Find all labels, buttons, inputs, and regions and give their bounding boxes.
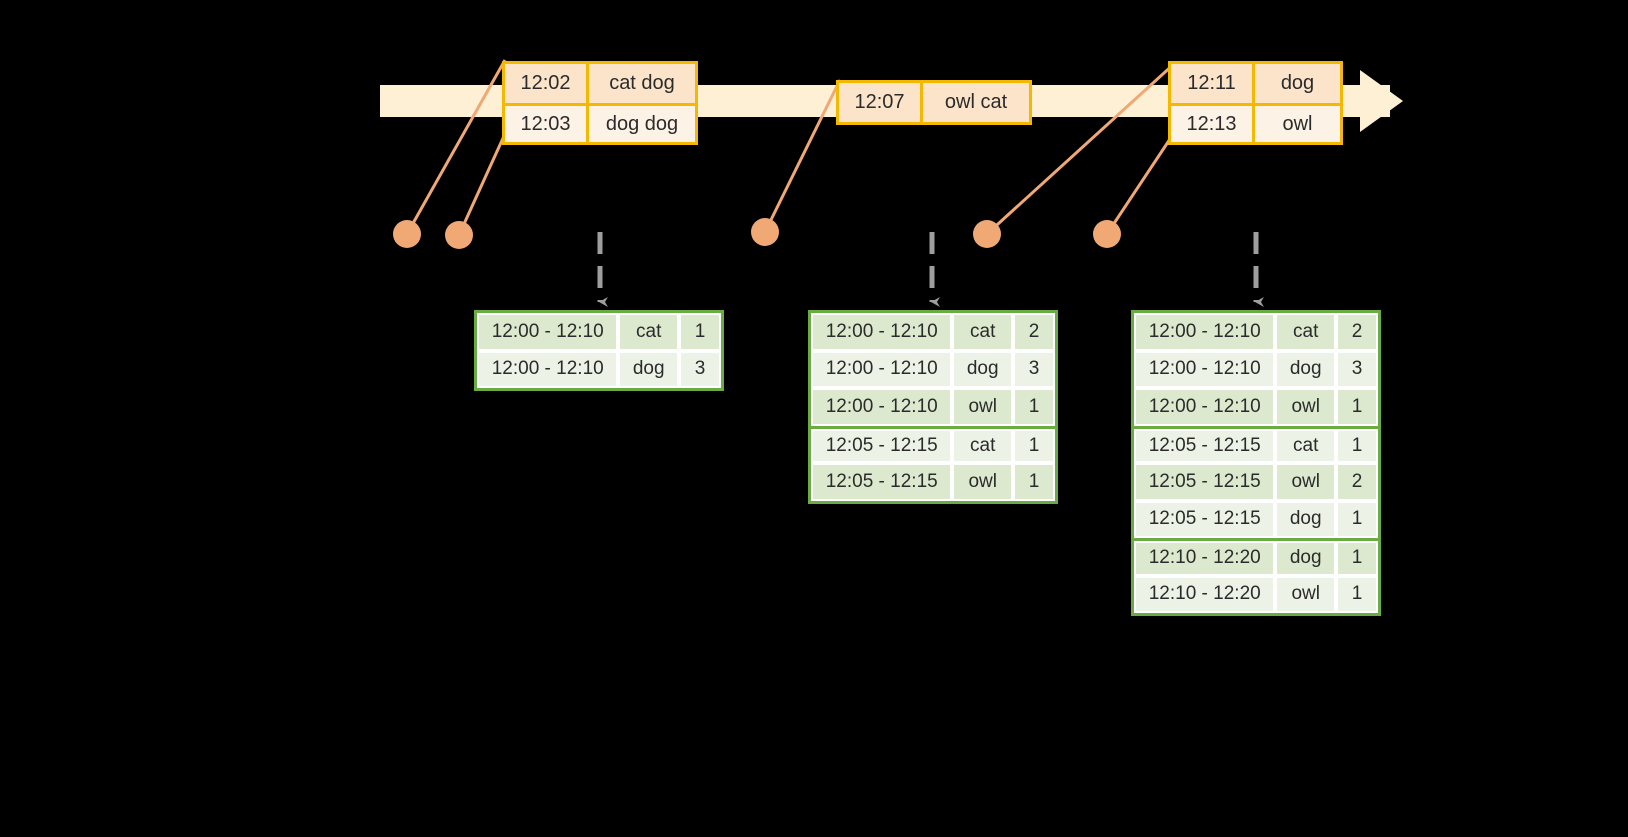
table-row[interactable]: 12:05 - 12:15 owl 1 xyxy=(811,463,1055,501)
count-cell: 3 xyxy=(1335,350,1378,388)
count-cell: 2 xyxy=(1335,463,1378,501)
event-words: dog xyxy=(1255,64,1340,103)
count-cell: 1 xyxy=(1012,428,1055,463)
table-row[interactable]: 12:05 - 12:15 dog 1 xyxy=(1134,500,1378,538)
word-cell: cat xyxy=(1275,313,1336,351)
count-cell: 1 xyxy=(1012,388,1055,426)
event-time: 12:13 xyxy=(1171,106,1255,142)
word-cell: owl xyxy=(1275,388,1336,426)
table-row[interactable]: 12:00 - 12:10 cat 2 xyxy=(1134,313,1378,351)
word-cell: owl xyxy=(952,388,1013,426)
table-row[interactable]: 12:00 - 12:10 dog 3 xyxy=(1134,350,1378,388)
count-cell: 1 xyxy=(678,313,721,351)
event-time: 12:07 xyxy=(839,83,923,122)
result-table-3[interactable]: 12:00 - 12:10 cat 2 12:00 - 12:10 dog 3 … xyxy=(1131,310,1381,616)
count-cell: 2 xyxy=(1335,313,1378,351)
event-row[interactable]: 12:03 dog dog xyxy=(505,103,695,142)
window-cell: 12:00 - 12:10 xyxy=(1134,313,1276,351)
table-row[interactable]: 12:10 - 12:20 dog 1 xyxy=(1134,538,1378,576)
word-cell: cat xyxy=(952,313,1013,351)
window-cell: 12:05 - 12:15 xyxy=(1134,463,1276,501)
event-row[interactable]: 12:11 dog xyxy=(1171,64,1340,103)
count-cell: 3 xyxy=(1012,350,1055,388)
result-table-2[interactable]: 12:00 - 12:10 cat 2 12:00 - 12:10 dog 3 … xyxy=(808,310,1058,504)
event-row[interactable]: 12:07 owl cat xyxy=(839,83,1029,122)
word-cell: owl xyxy=(1275,575,1336,613)
window-cell: 12:00 - 12:10 xyxy=(1134,350,1276,388)
count-cell: 1 xyxy=(1335,428,1378,463)
window-cell: 12:10 - 12:20 xyxy=(1134,575,1276,613)
connector-dot-2 xyxy=(445,221,473,249)
window-cell: 12:00 - 12:10 xyxy=(477,350,619,388)
window-cell: 12:05 - 12:15 xyxy=(1134,428,1276,463)
event-words: dog dog xyxy=(589,106,695,142)
connector-dots-group xyxy=(393,218,1121,249)
window-cell: 12:05 - 12:15 xyxy=(811,463,953,501)
window-cell: 12:00 - 12:10 xyxy=(811,313,953,351)
window-cell: 12:00 - 12:10 xyxy=(477,313,619,351)
event-box-2[interactable]: 12:07 owl cat xyxy=(836,80,1032,125)
event-words: owl xyxy=(1255,106,1340,142)
table-row[interactable]: 12:10 - 12:20 owl 1 xyxy=(1134,575,1378,613)
count-cell: 1 xyxy=(1335,500,1378,538)
connector-dot-5 xyxy=(1093,220,1121,248)
word-cell: owl xyxy=(952,463,1013,501)
window-cell: 12:05 - 12:15 xyxy=(811,428,953,463)
event-words: cat dog xyxy=(589,64,695,103)
event-time: 12:11 xyxy=(1171,64,1255,103)
word-cell: cat xyxy=(1275,428,1336,463)
window-cell: 12:00 - 12:10 xyxy=(1134,388,1276,426)
event-time: 12:03 xyxy=(505,106,589,142)
table-row[interactable]: 12:05 - 12:15 cat 1 xyxy=(1134,425,1378,463)
connector-dot-1 xyxy=(393,220,421,248)
window-cell: 12:10 - 12:20 xyxy=(1134,541,1276,576)
event-row[interactable]: 12:13 owl xyxy=(1171,103,1340,142)
table-row[interactable]: 12:05 - 12:15 owl 2 xyxy=(1134,463,1378,501)
table-row[interactable]: 12:00 - 12:10 cat 2 xyxy=(811,313,1055,351)
word-cell: dog xyxy=(952,350,1013,388)
count-cell: 1 xyxy=(1335,575,1378,613)
table-row[interactable]: 12:00 - 12:10 dog 3 xyxy=(811,350,1055,388)
event-box-1[interactable]: 12:02 cat dog 12:03 dog dog xyxy=(502,61,698,145)
connector-dot-3 xyxy=(751,218,779,246)
word-cell: dog xyxy=(1275,541,1336,576)
count-cell: 1 xyxy=(1335,541,1378,576)
word-cell: dog xyxy=(618,350,679,388)
word-cell: cat xyxy=(618,313,679,351)
event-words: owl cat xyxy=(923,83,1029,122)
table-row[interactable]: 12:05 - 12:15 cat 1 xyxy=(811,425,1055,463)
count-cell: 2 xyxy=(1012,313,1055,351)
window-cell: 12:05 - 12:15 xyxy=(1134,500,1276,538)
window-cell: 12:00 - 12:10 xyxy=(811,388,953,426)
connector-lines-group xyxy=(405,59,1177,236)
word-cell: owl xyxy=(1275,463,1336,501)
table-row[interactable]: 12:00 - 12:10 cat 1 xyxy=(477,313,721,351)
count-cell: 1 xyxy=(1012,463,1055,501)
dashed-arrows-group xyxy=(597,232,1264,307)
event-box-3[interactable]: 12:11 dog 12:13 owl xyxy=(1168,61,1343,145)
word-cell: dog xyxy=(1275,350,1336,388)
table-row[interactable]: 12:00 - 12:10 owl 1 xyxy=(1134,388,1378,426)
event-row[interactable]: 12:02 cat dog xyxy=(505,64,695,103)
word-cell: dog xyxy=(1275,500,1336,538)
window-cell: 12:00 - 12:10 xyxy=(811,350,953,388)
count-cell: 3 xyxy=(678,350,721,388)
table-row[interactable]: 12:00 - 12:10 dog 3 xyxy=(477,350,721,388)
result-table-1[interactable]: 12:00 - 12:10 cat 1 12:00 - 12:10 dog 3 xyxy=(474,310,724,391)
table-row[interactable]: 12:00 - 12:10 owl 1 xyxy=(811,388,1055,426)
word-cell: cat xyxy=(952,428,1013,463)
count-cell: 1 xyxy=(1335,388,1378,426)
connector-dot-4 xyxy=(973,220,1001,248)
event-time: 12:02 xyxy=(505,64,589,103)
